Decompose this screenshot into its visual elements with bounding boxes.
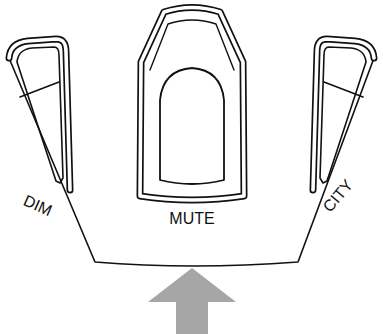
city-button [313,39,374,190]
press-arrow [148,268,236,334]
dim-button [9,39,70,190]
button-label: MUTE [169,211,214,227]
mute-button [140,8,244,201]
button-label: DIM [21,193,54,220]
